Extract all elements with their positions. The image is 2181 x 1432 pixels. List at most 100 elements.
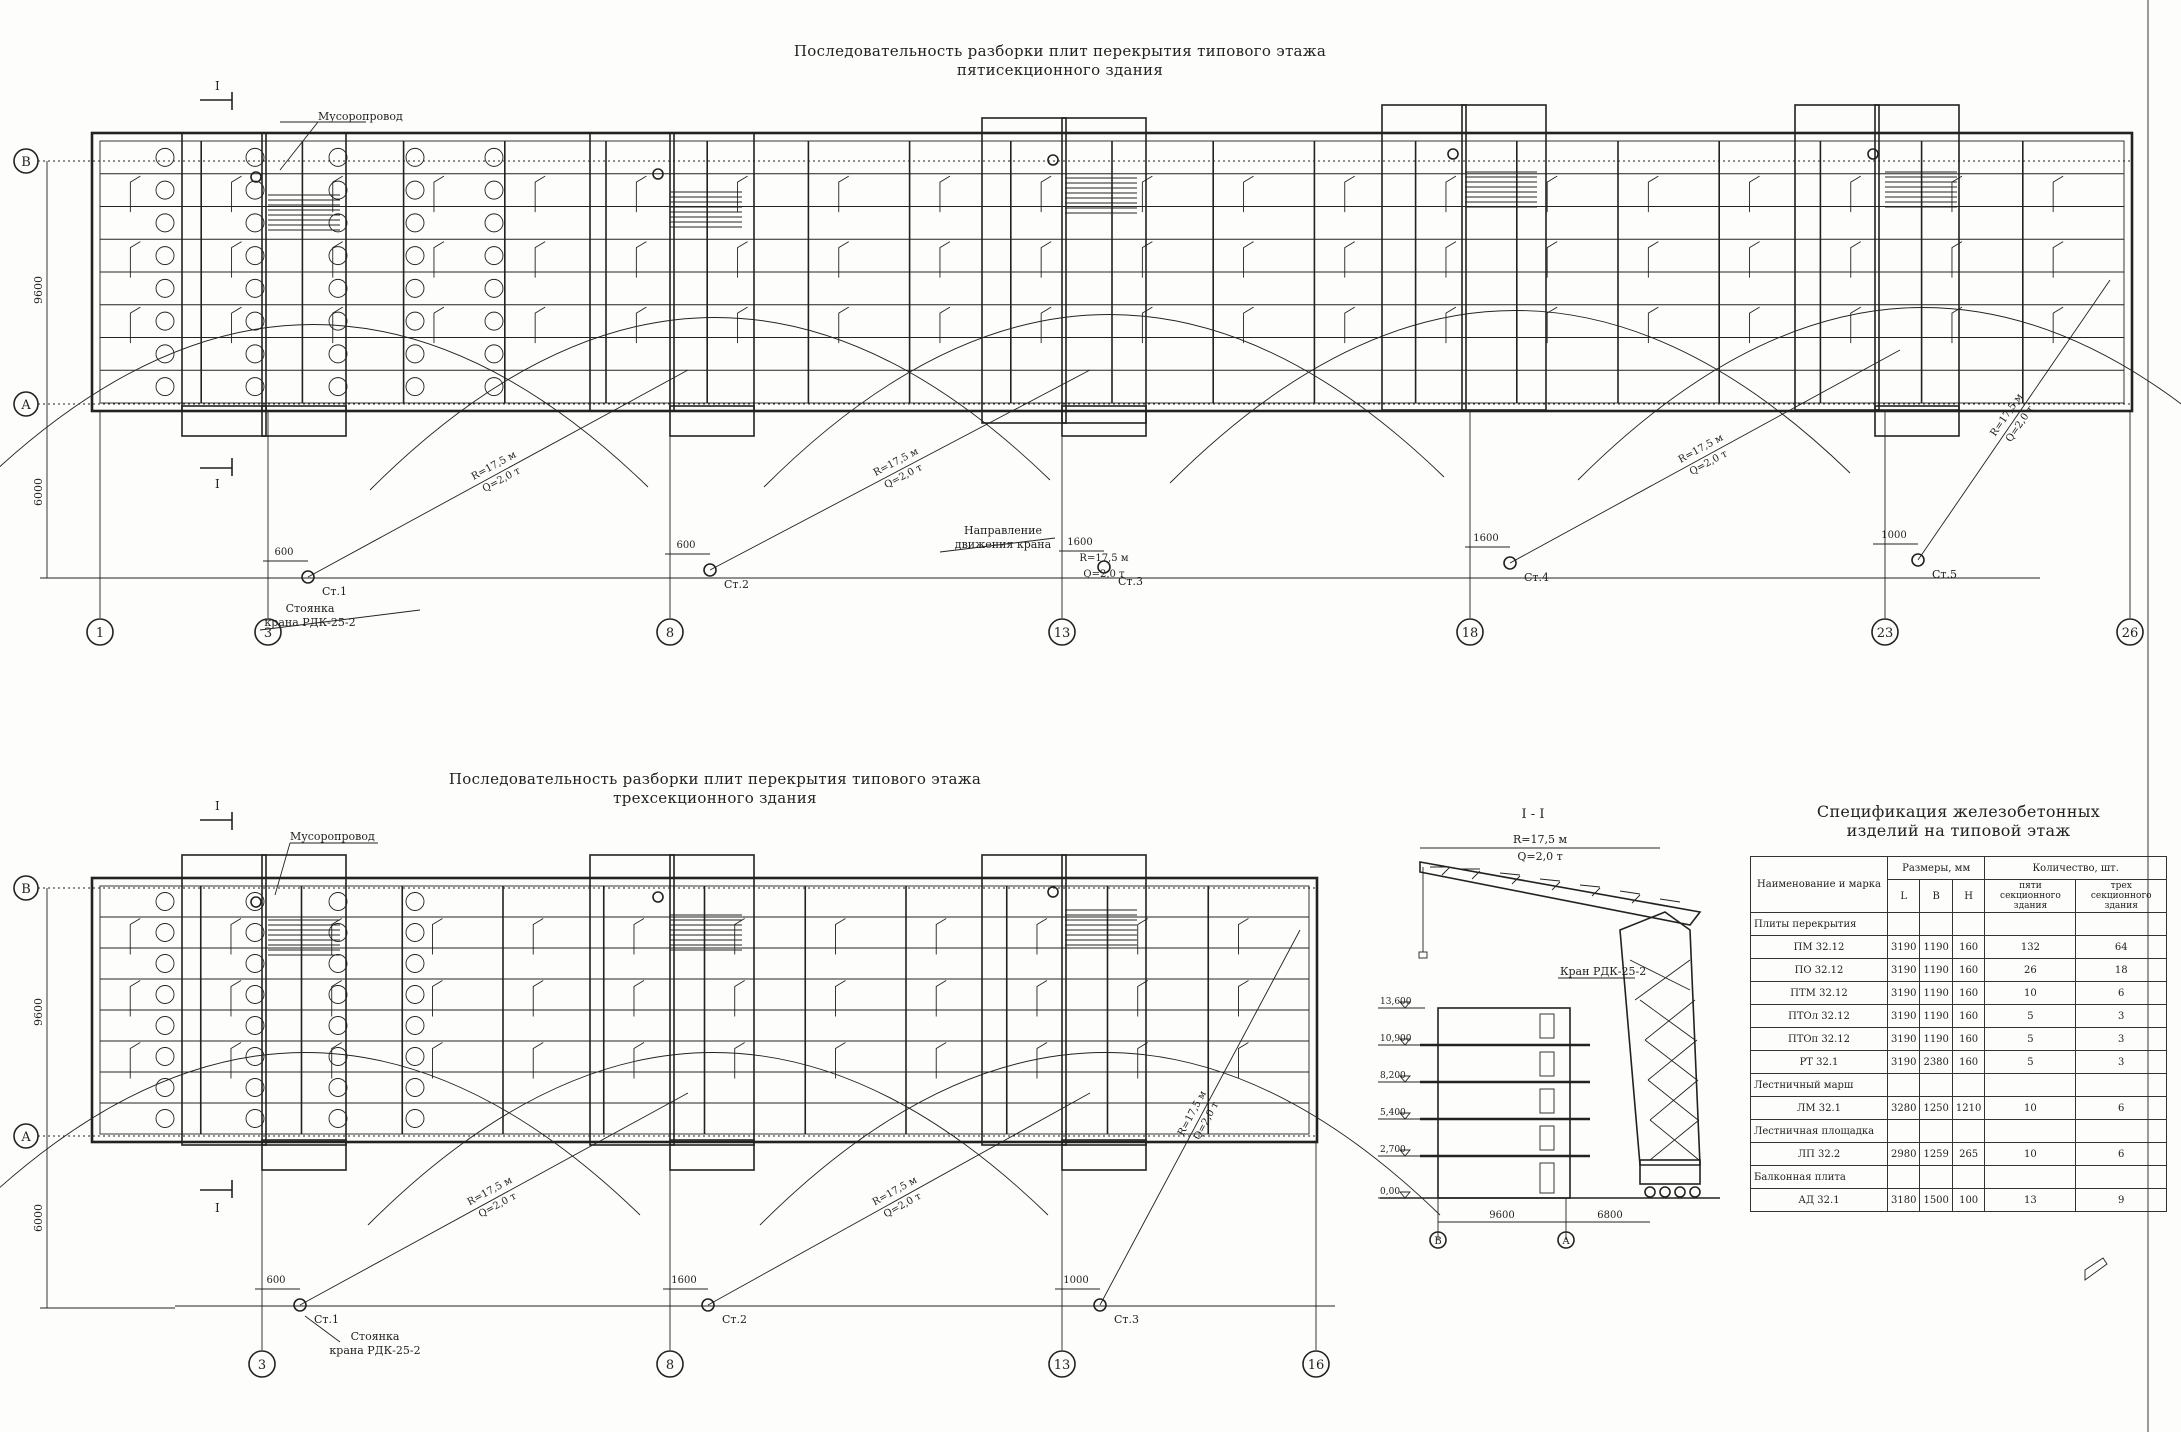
- reach-radius-label: R=17,5 м: [1079, 553, 1128, 564]
- bottom-axis-v-marker: [13, 875, 39, 901]
- station-offset: 1000: [1881, 530, 1906, 541]
- slab-arrow: [1238, 980, 1249, 1017]
- reach-line: [1917, 279, 2111, 561]
- slab-arrow: [737, 175, 748, 213]
- bay-block: [1461, 104, 1547, 411]
- slab-circle-mark: [405, 344, 425, 364]
- reach-line: [709, 369, 1091, 571]
- axis-number-marker: [254, 618, 282, 646]
- slab-arrow: [2052, 175, 2064, 213]
- slab-circle-mark: [155, 377, 175, 397]
- axis-number-label: 8: [666, 1358, 674, 1373]
- section-title: I - I: [1522, 807, 1545, 822]
- bottom-plan-title-line2: трехсекционного здания: [613, 789, 817, 807]
- station-offset: 1600: [1067, 537, 1092, 548]
- bay-block: [261, 132, 347, 412]
- top-plan-title: Последовательность разборки плит перекры…: [750, 42, 1370, 80]
- section-building: [1437, 1007, 1571, 1199]
- slab-arrow: [1040, 241, 1052, 278]
- slab-arrow: [1951, 175, 1963, 213]
- slab-arrow: [935, 980, 947, 1017]
- station-offset: 1600: [1473, 533, 1498, 544]
- spec-group-row: Лестничный марш: [1750, 1073, 2167, 1097]
- slab-arrow: [532, 1042, 544, 1079]
- bottom-plan-slabs: [100, 886, 1309, 1134]
- reach-line: [1509, 349, 1901, 564]
- reach-arc: [369, 317, 1051, 491]
- slab-circle-mark: [405, 311, 425, 331]
- slab-circle-mark: [405, 377, 425, 397]
- slab-arrow: [633, 980, 645, 1017]
- bottom-building-outline: [90, 876, 1319, 1144]
- slab-circle-mark: [328, 1016, 348, 1035]
- slab-circle-mark: [155, 892, 175, 911]
- station-marker: [1093, 1298, 1107, 1312]
- station-marker: [1911, 553, 1925, 567]
- slab-circle-mark: [328, 954, 348, 973]
- station-offset: 600: [676, 540, 695, 551]
- slab-arrow: [1749, 306, 1760, 344]
- top-building-outline: [90, 131, 2134, 413]
- spec-head-h: H: [1951, 879, 1986, 913]
- station-label: Ст.2: [724, 578, 749, 591]
- bottom-stand-label-1: Стоянка: [351, 1330, 400, 1343]
- slab-arrow: [1445, 175, 1457, 213]
- top-building-inner: [99, 140, 2125, 404]
- bottom-plan-title: Последовательность разборки плит перекры…: [405, 770, 1025, 808]
- bay-block: [669, 132, 755, 412]
- slab-circle-mark: [328, 246, 348, 266]
- bay-block: [181, 405, 267, 437]
- slab-circle-mark: [405, 180, 425, 200]
- slab-arrow: [835, 980, 846, 1017]
- slab-circle-mark: [328, 1047, 348, 1066]
- bay-block: [981, 854, 1067, 1146]
- slab-circle-mark: [405, 278, 425, 298]
- top-plan-slabs: [100, 141, 2124, 403]
- slab-arrow: [939, 241, 951, 278]
- reach-arc: [759, 1052, 1441, 1226]
- slab-arrow: [129, 1042, 141, 1079]
- reach-arc: [0, 324, 649, 488]
- axis-number-marker: [1456, 618, 1484, 646]
- axis-number-marker: [86, 618, 114, 646]
- slab-circle-mark: [405, 1109, 425, 1128]
- bottom-balcony-bays: [181, 854, 1147, 1171]
- slab-arrow: [1445, 241, 1457, 278]
- bay-block: [1874, 104, 1960, 411]
- axis-number-label: 16: [1308, 1358, 1325, 1373]
- slab-arrow: [129, 306, 141, 344]
- top-section-mark-upper: I: [200, 79, 233, 110]
- slab-circle-mark: [484, 213, 504, 233]
- chute-circle: [250, 896, 262, 908]
- slab-arrow: [1749, 175, 1760, 213]
- slab-arrow: [231, 241, 242, 278]
- slab-arrow: [1238, 918, 1249, 955]
- bottom-plan-title-line1: Последовательность разборки плит перекры…: [448, 770, 982, 788]
- slab-circle-mark: [484, 311, 504, 331]
- chute-circle: [652, 891, 664, 903]
- spec-head-l: L: [1886, 879, 1921, 913]
- spec-group-row: Лестничная площадка: [1750, 1119, 2167, 1143]
- slab-arrow: [1647, 175, 1659, 213]
- bottom-garbage-chute-label: Мусоропровод: [290, 830, 375, 843]
- bottom-section-mark-upper: I: [200, 799, 233, 830]
- reach-arc: [763, 314, 1445, 488]
- slab-arrow: [1243, 241, 1254, 278]
- slab-circle-mark: [155, 278, 175, 298]
- slab-arrow: [1036, 918, 1048, 955]
- chute-circle: [1047, 154, 1059, 166]
- slab-circle-mark: [328, 923, 348, 942]
- stair-block: [250, 171, 340, 231]
- stair-block: [652, 891, 742, 951]
- station-label: Ст.2: [722, 1313, 747, 1326]
- slab-circle-mark: [245, 246, 265, 266]
- slab-arrow: [433, 306, 445, 344]
